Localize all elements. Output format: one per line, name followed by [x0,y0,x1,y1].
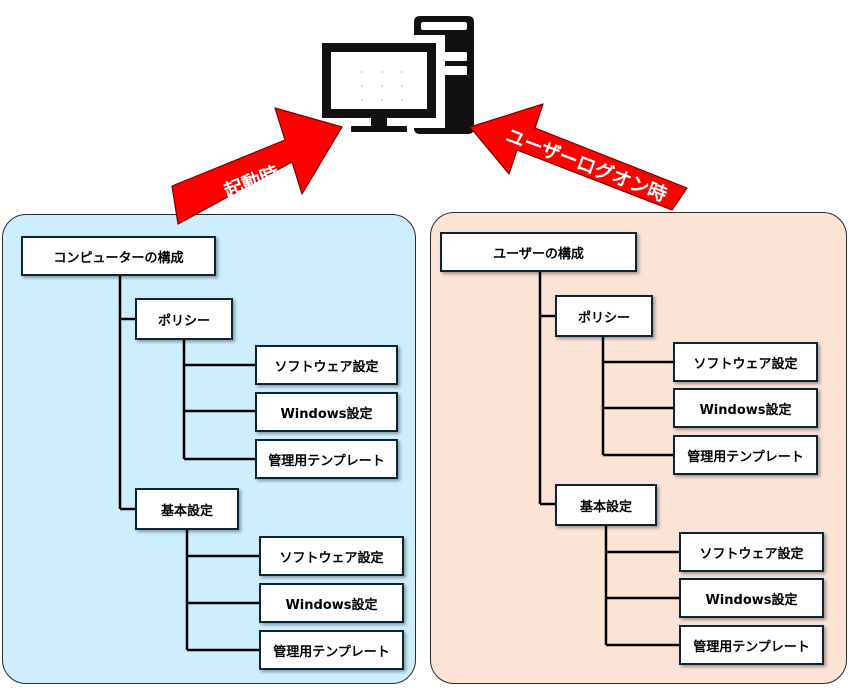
user-policy-software-settings: ソフトウェア設定 [673,342,818,382]
computer-basic-windows-settings: Windows設定 [259,583,404,623]
user-policy-node: ポリシー [555,295,653,337]
user-policy-windows-settings: Windows設定 [673,388,818,428]
computer-policy-node: ポリシー [135,298,233,340]
computer-config-root: コンピューターの構成 [21,236,216,276]
computer-basic-admin-templates: 管理用テンプレート [259,630,404,670]
user-basic-software-settings: ソフトウェア設定 [679,532,824,572]
user-basic-admin-templates: 管理用テンプレート [679,625,824,665]
user-basic-settings-node: 基本設定 [555,484,657,526]
computer-policy-windows-settings: Windows設定 [255,392,398,432]
computer-basic-settings-node: 基本設定 [135,488,239,530]
user-config-root: ユーザーの構成 [440,232,637,272]
user-basic-windows-settings: Windows設定 [679,578,824,618]
computer-basic-software-settings: ソフトウェア設定 [259,536,404,576]
user-policy-admin-templates: 管理用テンプレート [673,435,818,475]
computer-policy-admin-templates: 管理用テンプレート [255,439,398,479]
computer-policy-software-settings: ソフトウェア設定 [255,345,398,385]
